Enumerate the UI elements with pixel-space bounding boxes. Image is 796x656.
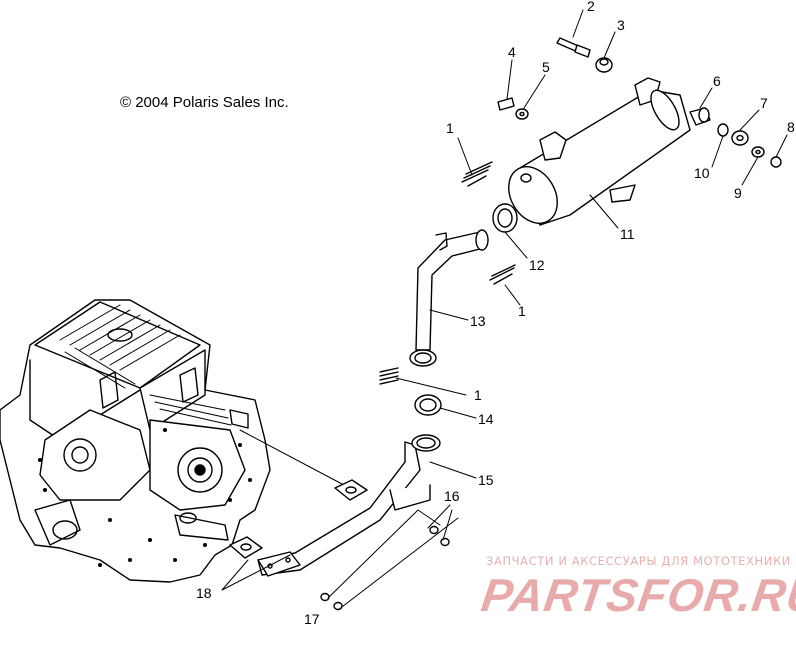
- callout-13: 13: [470, 313, 486, 329]
- part-9-washer: [751, 146, 765, 158]
- callout-5: 3: [617, 17, 625, 33]
- callout-2: 4: [508, 44, 516, 60]
- part-10-grommet: [717, 123, 729, 137]
- part-6-spacer: [689, 107, 711, 126]
- callout-11: 11: [620, 226, 635, 242]
- copyright-text: © 2004 Polaris Sales Inc.: [120, 94, 289, 111]
- callout-7: 7: [760, 95, 768, 111]
- callout-1-lower: 1: [474, 387, 482, 403]
- part-3-washer: [515, 108, 529, 120]
- part-14-gasket: [414, 394, 442, 416]
- part-18-gasket-left: [229, 536, 263, 559]
- callout-12: 12: [529, 257, 545, 273]
- callout-15: 15: [478, 472, 494, 488]
- engine: [0, 299, 271, 583]
- part-8-nut: [770, 156, 782, 168]
- exhaust-pipe-upper: [409, 229, 489, 367]
- watermark-tagline: ЗАПЧАСТИ И АКСЕССУАРЫ ДЛЯ МОТОТЕХНИКИ: [486, 554, 791, 568]
- callout-1-upper: 1: [446, 120, 454, 136]
- callout-6: 6: [713, 73, 721, 89]
- part-1-spring-upper: [461, 161, 493, 187]
- part-7-washer: [731, 130, 749, 146]
- callout-1-middle: 1: [518, 303, 526, 319]
- part-1-spring-middle: [489, 264, 516, 285]
- part-18-gasket-right: [334, 479, 368, 501]
- callout-17: 17: [304, 611, 320, 627]
- callout-18: 18: [196, 585, 212, 601]
- engine-bolts: [38, 428, 252, 567]
- exhaust-pipe-lower: [257, 434, 441, 577]
- part-17-nuts: [320, 592, 343, 611]
- part-4-bolt: [556, 37, 591, 58]
- muffler: [508, 77, 691, 226]
- part-12-gasket: [492, 203, 518, 233]
- callout-8: 8: [787, 119, 795, 135]
- callout-16: 16: [444, 488, 460, 504]
- callout-9: 9: [734, 185, 742, 201]
- callout-4: 2: [587, 0, 595, 14]
- callout-10: 10: [694, 165, 710, 181]
- callout-14: 14: [478, 411, 494, 427]
- leader-lines: [221, 9, 788, 611]
- watermark-logo: PARTSFOR.RU: [478, 569, 796, 621]
- callout-3: 5: [542, 59, 550, 75]
- part-1-spring-lower: [379, 367, 399, 385]
- callout-numbers: 2 3 4 5 6 7 8 1 10 9 11 12 1 13 1 14 15 …: [196, 0, 795, 627]
- part-5-nut: [595, 57, 613, 73]
- part-2-bolt: [497, 97, 515, 111]
